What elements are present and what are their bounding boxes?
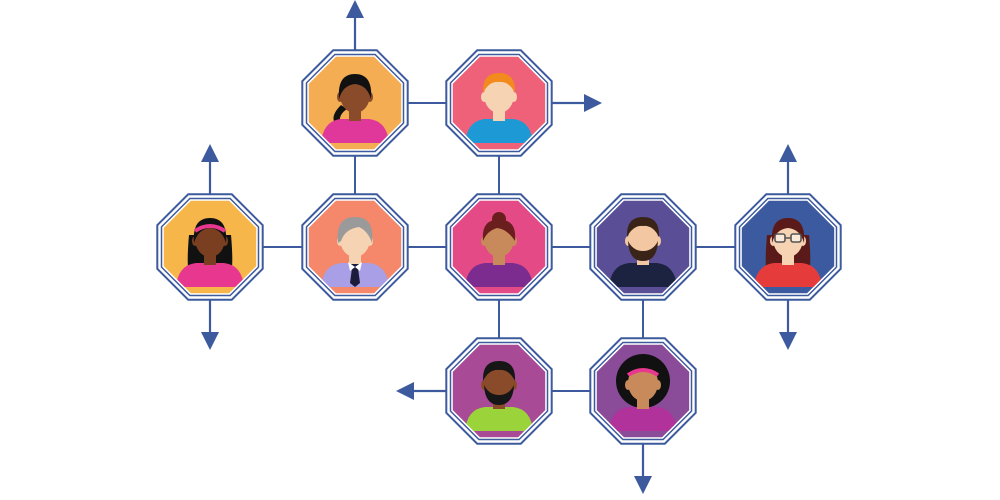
hair: [482, 73, 516, 93]
person-avatar: [609, 217, 677, 287]
shirt: [465, 263, 533, 287]
arrow-up-icon: [201, 144, 219, 194]
hair: [338, 74, 372, 99]
person-avatar: [176, 218, 244, 287]
arrow-down-icon: [779, 300, 797, 350]
face: [628, 221, 658, 257]
hair: [626, 217, 660, 237]
person-node: [445, 193, 553, 301]
person-avatar: [465, 212, 533, 287]
beard: [628, 241, 658, 261]
person-node: [589, 193, 697, 301]
arrow-down-icon: [201, 300, 219, 350]
nodes-layer: [156, 49, 842, 445]
hair: [625, 361, 661, 381]
hair: [771, 218, 805, 243]
hair: [193, 218, 227, 243]
arrow-up-icon: [346, 0, 364, 50]
arrow-down-icon: [634, 444, 652, 494]
arrow-left-icon: [396, 382, 446, 400]
person-node: [734, 193, 842, 301]
person-avatar: [321, 74, 389, 143]
beard: [484, 385, 514, 405]
hair: [482, 361, 516, 381]
person-avatar: [321, 217, 389, 287]
person-avatar: [754, 218, 822, 287]
person-avatar: [465, 361, 533, 431]
arrows-layer: [201, 0, 797, 494]
person-node: [301, 49, 409, 157]
arrow-up-icon: [779, 144, 797, 194]
person-node: [445, 337, 553, 445]
face: [484, 77, 514, 113]
person-node: [156, 193, 264, 301]
glasses-icon: [774, 233, 786, 243]
face: [628, 365, 658, 401]
person-node: [445, 49, 553, 157]
shirt: [609, 263, 677, 287]
person-node: [589, 337, 697, 445]
hair: [337, 217, 373, 243]
shirt: [465, 407, 533, 431]
person-avatar: [465, 73, 533, 143]
person-avatar: [609, 354, 677, 431]
arrow-right-icon: [552, 94, 602, 112]
headband: [193, 224, 227, 233]
shirt: [465, 119, 533, 143]
shirt: [321, 119, 389, 143]
headband: [626, 368, 660, 377]
tie-icon: [350, 264, 360, 287]
shirt: [609, 407, 677, 431]
person-node: [301, 193, 409, 301]
shirt: [754, 263, 822, 287]
hair: [482, 219, 516, 241]
face: [484, 365, 514, 401]
shirt: [176, 263, 244, 287]
